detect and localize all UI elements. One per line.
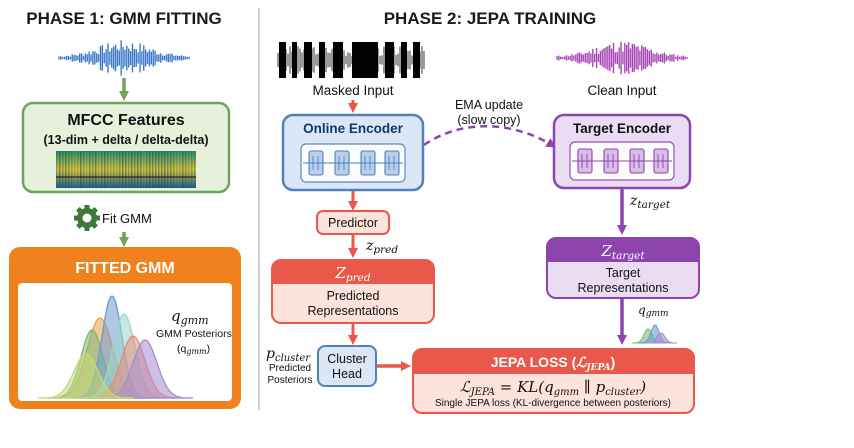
online-encoder-title: Online Encoder: [303, 121, 404, 136]
mfcc-spectrogram: [56, 151, 196, 188]
small-gmm-curves: [632, 324, 677, 344]
zpred-box-title: Zpred: [334, 264, 370, 284]
fit-gmm-label: Fit GMM: [102, 211, 152, 226]
gmm-mixture-curves: [38, 295, 193, 399]
masked-waveform: [277, 42, 426, 78]
predicted-posteriors-label-2: Posteriors: [267, 375, 312, 386]
fitted-gmm-box: FITTED GMM qgmm GMM Posteriors (qgmm): [9, 247, 241, 409]
mfcc-title: MFCC Features: [67, 112, 184, 129]
representations-label: Representations: [307, 304, 398, 318]
target-encoder-box: Target Encoder: [552, 113, 692, 190]
clean-waveform: [556, 41, 688, 75]
q-gmm-paren-label: (qgmm): [177, 343, 210, 356]
masked-input-label: Masked Input: [312, 83, 393, 98]
clean-input-label: Clean Input: [587, 83, 656, 98]
target-representations-label: Representations: [577, 281, 668, 295]
phase1-waveform: [58, 40, 190, 76]
ema-slow-copy-label: (slow copy): [457, 113, 520, 127]
z-target-label: ztarget: [629, 193, 671, 211]
ema-update-label: EMA update: [455, 98, 523, 112]
ema-update-arrow: [423, 125, 557, 148]
online-encoder-box: Online Encoder: [281, 113, 425, 192]
jepa-loss-box: JEPA LOSS (ℒJEPA) ℒJEPA = KL(qgmm ∥ pclu…: [412, 348, 695, 414]
predicted-label: Predicted: [327, 289, 380, 303]
gmm-posteriors-label: GMM Posteriors: [156, 328, 232, 340]
cluster-head-box: Cluster Head: [317, 345, 377, 387]
phase1-title: PHASE 1: GMM FITTING: [26, 9, 222, 28]
mfcc-box: MFCC Features (13-dim + delta / delta-de…: [21, 101, 231, 194]
fitted-gmm-title: FITTED GMM: [75, 260, 175, 277]
p-cluster-label: pcluster: [266, 346, 311, 364]
z-pred-label: zpred: [365, 238, 398, 256]
target-encoder-network-icon: [569, 141, 675, 181]
target-encoder-title: Target Encoder: [573, 121, 672, 136]
mfcc-subtitle: (13-dim + delta / delta-delta): [44, 133, 209, 147]
gear-icon: [74, 205, 100, 231]
predictor-label: Predictor: [328, 216, 378, 230]
q-gmm-side-label: qgmm: [638, 303, 669, 319]
jepa-loss-caption: Single JEPA loss (KL-divergence between …: [435, 398, 671, 409]
jepa-loss-formula: ℒJEPA = KL(qgmm ∥ pcluster): [460, 378, 646, 398]
predictor-box: Predictor: [316, 210, 390, 235]
cluster-label: Cluster: [327, 352, 367, 366]
predicted-representations-box: Zpred Predicted Representations: [271, 259, 435, 324]
jepa-loss-title: JEPA LOSS (ℒJEPA): [491, 354, 616, 373]
target-label: Target: [606, 266, 641, 280]
predicted-posteriors-label-1: Predicted: [269, 363, 311, 374]
phase2-title: PHASE 2: JEPA TRAINING: [384, 9, 597, 28]
target-representations-box: Ztarget Target Representations: [546, 237, 700, 299]
online-encoder-network-icon: [300, 143, 406, 183]
q-gmm-label: qgmm: [171, 307, 209, 327]
head-label: Head: [332, 367, 362, 381]
ztarget-box-title: Ztarget: [600, 242, 645, 262]
